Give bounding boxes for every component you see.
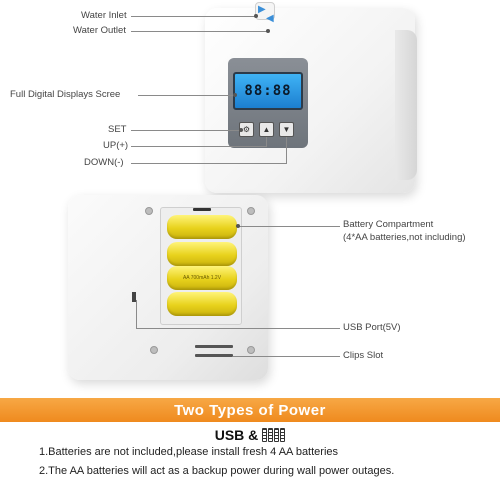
water-inlet-connector	[255, 2, 275, 20]
clips-slot-2	[195, 354, 233, 357]
lcd-digits: 88:88	[244, 83, 292, 99]
callout-water-inlet: Water Inlet	[81, 10, 127, 21]
leader-line	[131, 163, 286, 164]
note-2: 2.The AA batteries will act as a backup …	[39, 465, 395, 477]
leader-line	[131, 146, 266, 147]
leader-line	[131, 16, 255, 17]
banner-title: Two Types of Power	[174, 401, 326, 419]
callout-battery-note: (4*AA batteries,not including)	[343, 232, 466, 243]
callout-water-outlet: Water Outlet	[73, 25, 126, 36]
screw	[247, 346, 255, 354]
outlet-arrow-icon: ◀	[266, 13, 274, 24]
leader-line	[138, 95, 234, 96]
battery-icon	[262, 428, 286, 442]
leader-dot	[254, 14, 258, 18]
callout-display: Full Digital Displays Scree	[10, 89, 121, 100]
down-arrow-icon: ▼	[282, 125, 291, 134]
battery-4	[167, 292, 237, 316]
battery-2	[167, 242, 237, 266]
leader-line	[136, 300, 137, 328]
leader-line	[286, 137, 287, 164]
down-button[interactable]: ▼	[279, 122, 294, 137]
inlet-arrow-icon: ▶	[258, 4, 266, 15]
leader-line	[266, 137, 267, 147]
leader-line	[233, 356, 340, 357]
battery-label: AA 700mAh 1.2V	[182, 275, 222, 281]
power-banner: Two Types of Power	[0, 398, 500, 422]
callout-clips-slot: Clips Slot	[343, 350, 384, 361]
usb-port	[132, 292, 136, 302]
leader-dot	[236, 224, 240, 228]
leader-dot	[239, 128, 243, 132]
battery-3: AA 700mAh 1.2V	[167, 266, 237, 290]
gear-icon: ⚙	[242, 125, 251, 134]
callout-usb-port: USB Port(5V)	[343, 322, 401, 333]
clips-slot-1	[195, 345, 233, 348]
callout-up: UP(+)	[103, 140, 129, 151]
callout-set: SET	[108, 124, 127, 135]
usb-and-battery-row: USB &	[0, 425, 500, 445]
leader-line	[131, 31, 267, 32]
up-button[interactable]: ▲	[259, 122, 274, 137]
lcd-display: 88:88	[233, 72, 303, 110]
screw	[247, 207, 255, 215]
screw	[150, 346, 158, 354]
callout-down: DOWN(-)	[84, 157, 124, 168]
leader-dot	[233, 93, 237, 97]
leader-line	[131, 130, 240, 131]
callout-battery-compartment: Battery Compartment	[343, 219, 434, 230]
compartment-latch	[193, 208, 211, 211]
screw	[145, 207, 153, 215]
up-arrow-icon: ▲	[262, 125, 271, 134]
battery-1	[167, 215, 237, 239]
timer-device-side	[395, 30, 417, 180]
leader-line	[237, 226, 340, 227]
usb-label: USB &	[214, 427, 259, 443]
note-1: 1.Batteries are not included,please inst…	[39, 446, 339, 458]
leader-dot	[266, 29, 270, 33]
leader-line	[136, 328, 340, 329]
